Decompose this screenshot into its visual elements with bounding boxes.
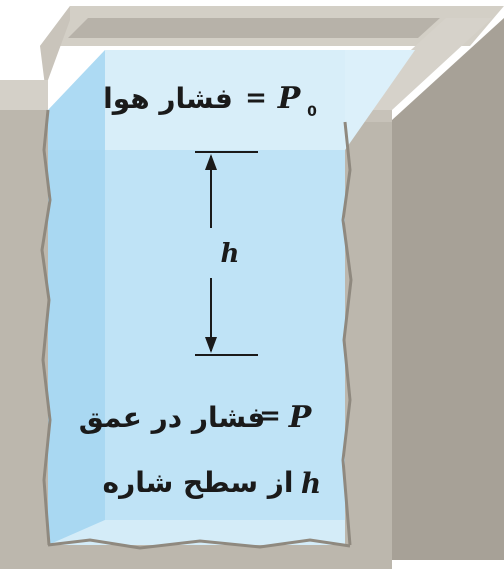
- water-left-face: [48, 50, 105, 545]
- bottom-broken-edge: [47, 538, 351, 550]
- depth-label: h: [221, 239, 240, 269]
- air-pressure-text: فشار هوا: [103, 82, 233, 115]
- depth-pressure-var: h: [301, 467, 321, 500]
- tank-back-rim-inner: [68, 18, 440, 38]
- tank-left-wall: [0, 110, 48, 560]
- right-broken-edge: [341, 121, 353, 546]
- tank-bottom-wall: [0, 545, 392, 569]
- arrowhead-down: [205, 337, 217, 353]
- arrowhead-up: [205, 154, 217, 170]
- depth-pressure-text-line2: از سطح شاره: [103, 466, 294, 499]
- air-pressure-symbol: P: [277, 81, 302, 116]
- water-surface-band: [105, 50, 345, 150]
- depth-pressure-text-line1: فشار در عمق: [79, 401, 266, 434]
- air-pressure-eq: =: [245, 83, 267, 113]
- tank-right-side: [392, 18, 504, 560]
- tank-left-top: [0, 80, 48, 110]
- tank-right-wall: [345, 110, 392, 560]
- left-broken-edge: [40, 109, 52, 546]
- water-bottom-face: [48, 520, 345, 545]
- air-pressure-subscript: 0: [307, 104, 317, 120]
- depth-pressure-symbol: P: [288, 400, 313, 435]
- depth-pressure-eq: =: [259, 401, 281, 431]
